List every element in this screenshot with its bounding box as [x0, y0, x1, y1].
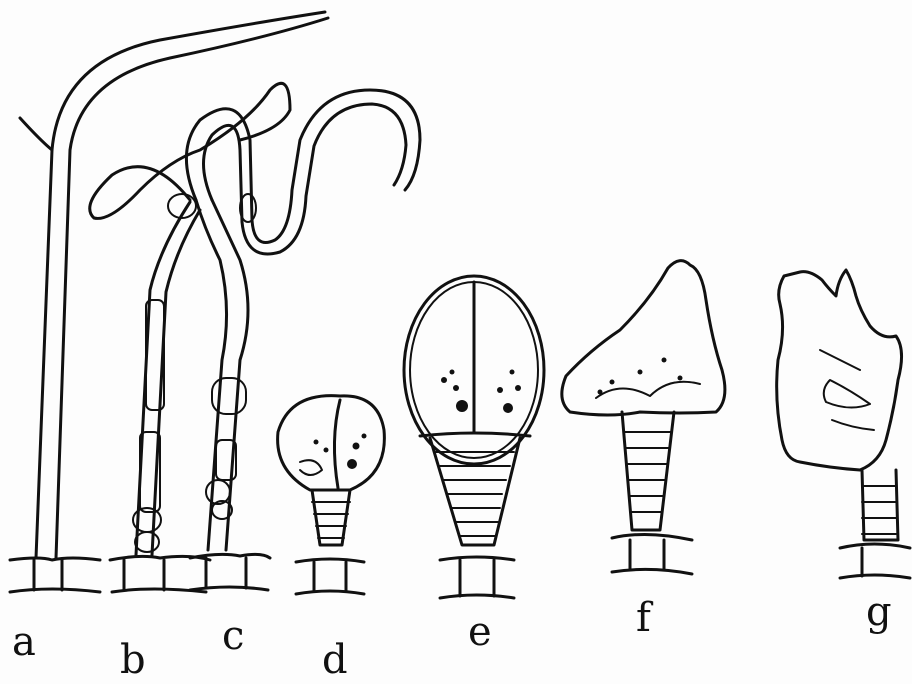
- stage-d-drawing: [278, 396, 385, 594]
- stage-label-c: c: [222, 616, 244, 656]
- stage-label-b: b: [120, 640, 146, 680]
- stage-c-drawing: [186, 90, 420, 590]
- stage-label-a: a: [12, 622, 36, 662]
- stage-label-f: f: [636, 598, 651, 638]
- stage-g-drawing: [777, 270, 910, 578]
- stage-f-drawing: [562, 261, 725, 574]
- stage-b-drawing: [90, 83, 290, 592]
- stage-a-drawing: [10, 12, 328, 592]
- stage-label-e: e: [468, 612, 492, 652]
- stage-label-g: g: [866, 592, 892, 632]
- stage-label-d: d: [322, 640, 348, 680]
- stage-e-drawing: [404, 276, 544, 598]
